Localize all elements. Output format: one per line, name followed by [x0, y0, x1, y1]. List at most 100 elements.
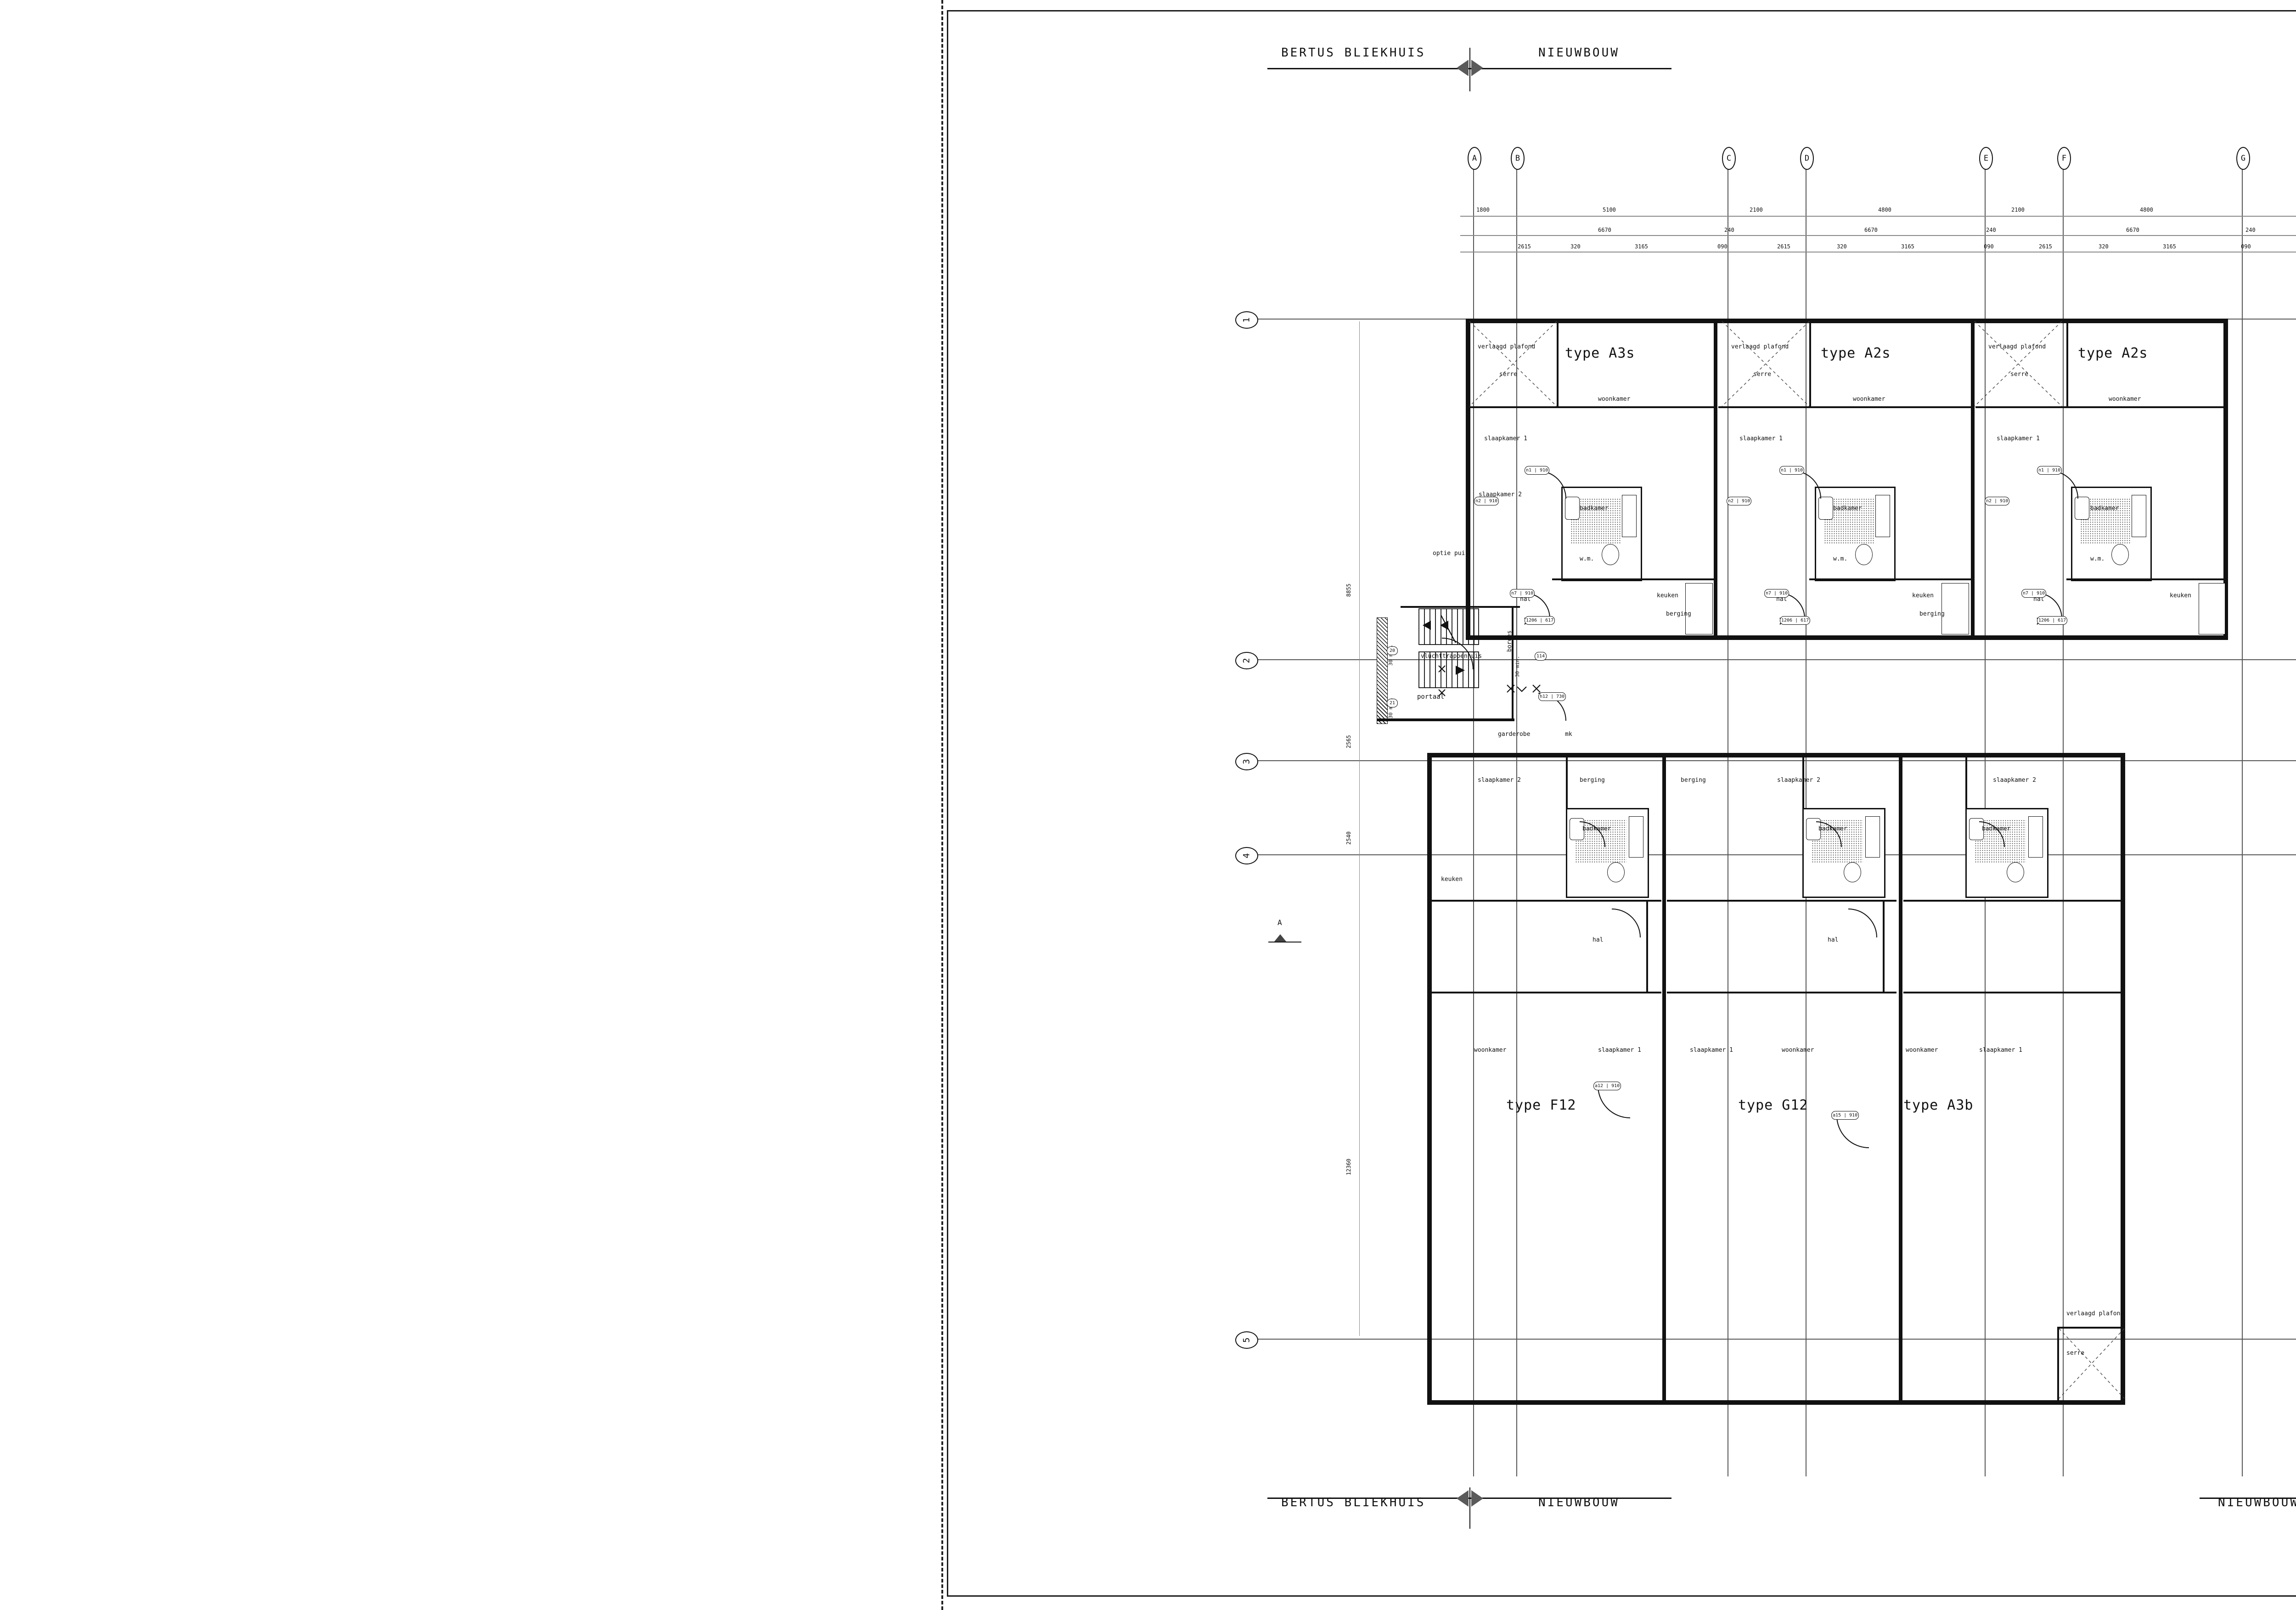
label-optie-pui-u1: optie pui — [1433, 550, 1465, 557]
lower-partition-4 — [1432, 992, 1661, 993]
door-tag-114: 114 — [1535, 652, 1547, 661]
grid-bubble-top-A: A — [1468, 147, 1481, 170]
label-woonkamer-l2: woonkamer — [1782, 1047, 1814, 1054]
upper-kitchen-unit-1 — [1685, 583, 1713, 634]
lower-divider-1 — [1662, 753, 1666, 1405]
label-wm-u2: w.m. — [1833, 555, 1848, 562]
label-woonkamer-l1: woonkamer — [1474, 1047, 1507, 1054]
grid-label-5: 5 — [1241, 1337, 1252, 1343]
lower-vert-2 — [1802, 755, 1804, 808]
dim-090-b: 090 — [1984, 243, 1994, 250]
header-top-left-right: NIEUWBOUW — [1538, 46, 1620, 60]
lower-partition-6 — [1903, 992, 2124, 993]
grid-label-C: C — [1726, 154, 1732, 163]
upper-serre-wall-2 — [1809, 320, 1811, 407]
dim-320-b: 320 — [1837, 243, 1847, 250]
door-tag-n1-u1: n1 | 910 — [1525, 466, 1550, 475]
label-berging-l2: berging — [1580, 777, 1605, 784]
grid-bubble-top-F: F — [2057, 147, 2071, 170]
dim-2100-a: 2100 — [1750, 207, 1763, 213]
upper-washbasin-3 — [2075, 497, 2089, 520]
lower-toilet-1 — [1607, 862, 1625, 882]
grid-line-A — [1473, 168, 1474, 1476]
lower-west-wall — [1427, 753, 1432, 1405]
upper-kitchen-unit-3 — [2199, 583, 2225, 634]
grid-bubble-left-3: 3 — [1235, 753, 1258, 770]
sheet-border — [947, 10, 2296, 1597]
serre-ceiling-diagonals — [1469, 321, 2062, 407]
grid-label-E: E — [1983, 154, 1989, 163]
unit-type-A2s-1: type A2s — [1821, 345, 1891, 361]
door-tag-h12: h12 | 730 — [1538, 692, 1566, 701]
label-slaapkamer1-l2: slaapkamer 1 — [1690, 1047, 1733, 1054]
label-slaapkamer2-l2: slaapkamer 2 — [1777, 777, 1820, 784]
door-tag-n2-u1: n2 | 910 — [1474, 497, 1499, 505]
dim-090-a: 090 — [1717, 243, 1728, 250]
grid-line-G — [2242, 168, 2243, 1476]
door-tag-20: 20 — [1387, 646, 1398, 655]
door-tag-a15: a15 | 910 — [1831, 1111, 1859, 1120]
dim-320-a: 320 — [1570, 243, 1581, 250]
label-portaal: portaal — [1417, 693, 1445, 701]
label-slaapkamer2-l3: slaapkamer 2 — [1993, 777, 2036, 784]
dim-4800-b: 4800 — [2140, 207, 2153, 213]
grid-line-B — [1516, 168, 1517, 1476]
lower-divider-2 — [1899, 753, 1902, 1405]
unit-type-A3b: type A3b — [1903, 1097, 1974, 1113]
grid-bubble-top-C: C — [1722, 147, 1736, 170]
label-slaapkamer2-u1: slaapkamer 2 — [1479, 491, 1522, 498]
dim-2100-b: 2100 — [2011, 207, 2025, 213]
lower-vert-4 — [1646, 902, 1648, 993]
label-verlaagd-plafond-2: verlaagd plafond — [1731, 343, 1789, 350]
upper-washbasin-2 — [1818, 497, 1833, 520]
grid-line-F — [2063, 168, 2064, 1476]
dim-320-c: 320 — [2099, 243, 2109, 250]
break-line-bottom-right — [2200, 1498, 2296, 1499]
dim-5100: 5100 — [1603, 207, 1616, 213]
label-vluchttrappenhuis: vluchttrappenhuis — [1421, 653, 1482, 660]
unit-type-A2s-2: type A2s — [2078, 345, 2148, 361]
upper-toilet-2 — [1855, 544, 1873, 565]
lower-east-wall — [2121, 753, 2125, 1405]
label-hal-l2: hal — [1828, 937, 1839, 943]
grid-label-D: D — [1804, 154, 1810, 163]
label-keuken-u3: keuken — [2170, 592, 2191, 599]
break-tick-top-left — [1469, 48, 1470, 91]
label-slaapkamer1-l3: slaapkamer 1 — [1979, 1047, 2022, 1054]
grid-label-G: G — [2240, 154, 2246, 163]
label-badkamer-l1: badkamer — [1582, 825, 1611, 832]
label-slaapkamer1-u2: slaapkamer 1 — [1739, 435, 1783, 442]
upper-shower-1 — [1622, 495, 1637, 537]
upper-toilet-1 — [1602, 544, 1619, 565]
dim-6670-c: 6670 — [2126, 227, 2139, 233]
label-slaapkamer1-u1: slaapkamer 1 — [1484, 435, 1527, 442]
door-tag-n7-u3: n7 | 910 — [2021, 589, 2047, 598]
grid-bubble-top-G: G — [2236, 147, 2250, 170]
dim-3165-b: 3165 — [1901, 243, 1914, 250]
dim-2615-c: 2615 — [2039, 243, 2052, 250]
grid-label-F: F — [2061, 154, 2067, 163]
lower-toilet-3 — [2007, 862, 2024, 882]
grid-bubble-left-1: 1 — [1235, 311, 1258, 329]
grid-label-A: A — [1472, 154, 1477, 163]
dim-240-a: 240 — [1724, 227, 1734, 233]
dim-090-c: 090 — [2241, 243, 2251, 250]
label-woonkamer-1: woonkamer — [1598, 396, 1631, 403]
label-slaapkamer1-l1: slaapkamer 1 — [1598, 1047, 1641, 1054]
door-tag-n2-u2: n2 | 910 — [1727, 497, 1752, 505]
grid-label-3: 3 — [1241, 759, 1252, 764]
label-garderobe: garderobe — [1498, 731, 1531, 738]
dim-line-1 — [1460, 216, 2296, 217]
door-tag-n2-u3: n2 | 910 — [1985, 497, 2010, 505]
lower-shower-2 — [1865, 816, 1880, 858]
door-tag-n1-u2: n1 | 910 — [1779, 466, 1805, 475]
lower-north-wall — [1427, 753, 2125, 757]
unit-type-A3s: type A3s — [1565, 345, 1635, 361]
upper-shower-3 — [2132, 495, 2146, 537]
lower-shower-1 — [1629, 816, 1643, 858]
lower-serre-wall — [2057, 1327, 2059, 1400]
label-hal-l1: hal — [1593, 937, 1604, 943]
sheet-torn-edge — [941, 0, 943, 1610]
door-tag-n7-u1: n7 | 910 — [1510, 589, 1535, 598]
upper-kitchen-unit-2 — [1941, 583, 1969, 634]
